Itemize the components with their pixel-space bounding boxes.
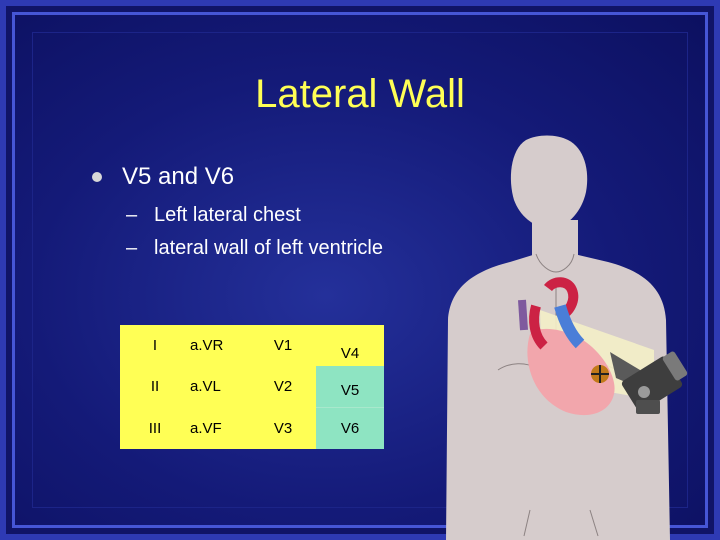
table-row: I a.VR V1 V4 [120,325,384,366]
lead-cell: V2 [273,378,293,396]
lead-cell: V4 [316,325,384,366]
dash-icon: – [126,237,138,259]
lead-table: I a.VR V1 V4 II a.VL V2 V5 III a.VF V3 V… [120,325,384,449]
torso-heart-camera-icon [446,135,688,540]
slide-title: Lateral Wall [255,72,465,116]
table-row: II a.VL V2 V5 [120,365,384,408]
lead-cell: a.VR [190,336,224,354]
sub-bullet-2-text: lateral wall of left ventricle [154,237,383,259]
bullet-main: V5 and V6 [122,163,235,190]
bullet-icon [92,172,102,182]
lead-cell: V3 [273,419,293,437]
lead-cell: I [152,336,158,354]
dash-icon: – [126,204,138,226]
lead-cell-highlighted: V6 [316,407,384,449]
sub-bullet-1-text: Left lateral chest [154,204,301,226]
head-shape [510,135,588,230]
lead-cell: a.VF [190,419,222,437]
sub-bullet-2: –lateral wall of left ventricle [126,236,383,260]
lead-cell-text: V4 [340,344,360,362]
lead-cell: III [148,419,162,437]
lead-cell: II [150,378,160,396]
camera-icon [610,351,688,414]
sub-bullet-1: –Left lateral chest [126,203,301,227]
heart-shape [527,328,615,416]
slide-border-core [32,32,688,508]
table-row: III a.VF V3 V6 [120,407,384,449]
lead-cell-text: V5 [340,381,360,399]
lead-cell-highlighted: V5 [316,365,384,408]
lead-cell: V1 [273,336,293,354]
lead-cell: a.VL [190,378,221,396]
